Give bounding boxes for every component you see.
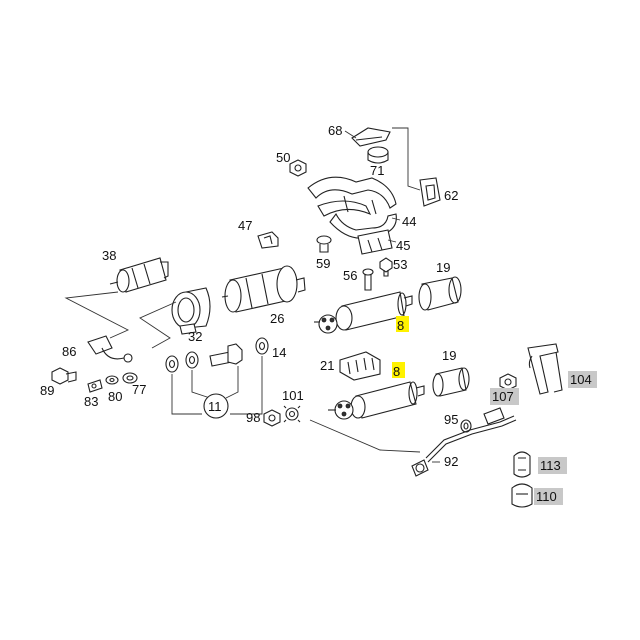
label-44[interactable]: 44 (402, 214, 416, 229)
label-59[interactable]: 59 (316, 256, 330, 271)
label-62[interactable]: 62 (444, 188, 458, 203)
label-56[interactable]: 56 (343, 268, 357, 283)
label-71[interactable]: 71 (370, 163, 384, 178)
bracket-68 (344, 127, 391, 147)
group-11-leaders (171, 356, 263, 415)
highlight-8-lower (392, 362, 405, 378)
seal-ring-14 (255, 337, 269, 355)
fitting-83 (87, 379, 103, 393)
bolt-53 (379, 257, 393, 277)
bracket-47 (257, 231, 279, 249)
label-32[interactable]: 32 (188, 329, 202, 344)
leader-32 (139, 301, 177, 349)
seal-ring-11a (165, 355, 179, 373)
screw-59 (316, 235, 332, 253)
clip-113 (513, 451, 531, 478)
label-98[interactable]: 98 (246, 410, 260, 425)
label-8-upper[interactable]: 8 (397, 318, 404, 333)
label-19-upper[interactable]: 19 (436, 260, 450, 275)
label-14[interactable]: 14 (272, 345, 286, 360)
leader-8-lower (309, 419, 421, 453)
lock-washer-101 (283, 405, 301, 423)
clip-110 (511, 483, 533, 508)
washer-77 (122, 372, 138, 384)
gray-tag-113 (538, 457, 567, 474)
label-45[interactable]: 45 (396, 238, 410, 253)
clamp-assembly (307, 176, 397, 255)
fuel-pump-upper (314, 291, 413, 334)
label-21[interactable]: 21 (320, 358, 334, 373)
label-38[interactable]: 38 (102, 248, 116, 263)
sleeve-19-upper (418, 276, 462, 311)
filter-26 (221, 265, 306, 313)
bracket-104 (527, 343, 563, 395)
washer-80 (105, 375, 119, 385)
label-8-lower[interactable]: 8 (393, 364, 400, 379)
label-50[interactable]: 50 (276, 150, 290, 165)
nut-50 (289, 159, 307, 177)
grommet-71 (367, 146, 389, 164)
nut-107 (499, 373, 517, 391)
label-104[interactable]: 104 (570, 372, 592, 387)
label-95[interactable]: 95 (444, 412, 458, 427)
label-77[interactable]: 77 (132, 382, 146, 397)
label-110[interactable]: 110 (536, 489, 557, 504)
label-47[interactable]: 47 (238, 218, 252, 233)
gray-tag-104 (568, 371, 597, 388)
sleeve-19-lower (432, 367, 470, 397)
banjo-bolt-89 (51, 367, 77, 385)
clamp-32 (171, 287, 211, 335)
leader-62 (392, 127, 421, 191)
mount-62 (419, 177, 441, 207)
label-19-lower[interactable]: 19 (442, 348, 456, 363)
label-26[interactable]: 26 (270, 311, 284, 326)
seal-ring-11b (185, 351, 199, 369)
bolt-56 (362, 268, 374, 291)
holder-21 (339, 351, 381, 381)
fuel-pump-lower (328, 381, 425, 420)
label-89[interactable]: 89 (40, 383, 54, 398)
label-101[interactable]: 101 (282, 388, 304, 403)
gray-tag-110 (534, 488, 563, 505)
label-80[interactable]: 80 (108, 389, 122, 404)
label-107[interactable]: 107 (492, 389, 514, 404)
label-53[interactable]: 53 (393, 257, 407, 272)
label-92[interactable]: 92 (444, 454, 458, 469)
label-83[interactable]: 83 (84, 394, 98, 409)
highlight-8-upper (396, 316, 409, 332)
label-113[interactable]: 113 (540, 458, 561, 473)
callout-circle-11 (203, 393, 229, 419)
bracket-86 (87, 335, 133, 363)
leader-38 (64, 291, 130, 339)
label-68[interactable]: 68 (328, 123, 342, 138)
gray-tag-107 (490, 388, 519, 405)
accumulator-38 (109, 257, 169, 293)
label-86[interactable]: 86 (62, 344, 76, 359)
fuel-line-92 (411, 407, 517, 477)
label-11[interactable]: 11 (208, 399, 222, 414)
hollow-screw-11 (209, 343, 243, 367)
nut-98 (263, 409, 281, 427)
